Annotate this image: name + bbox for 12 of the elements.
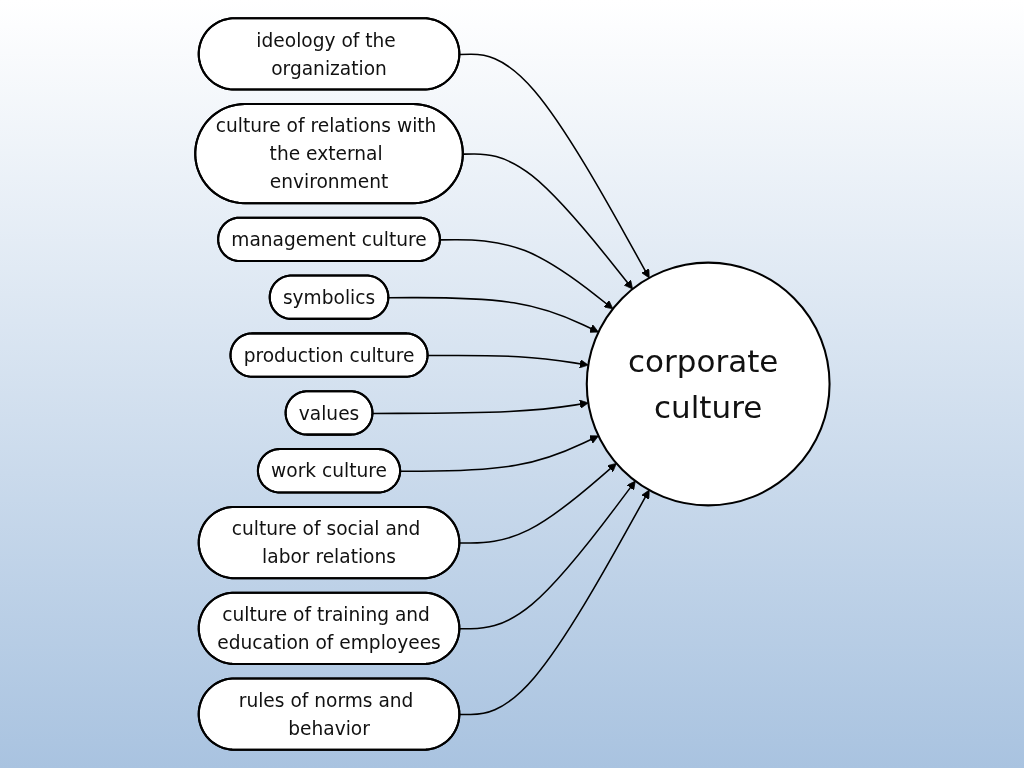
arrow <box>399 435 599 473</box>
arrow <box>458 463 617 544</box>
diagram: corporate culture ideology of the organization culture of relations with the external environment management culture symbolics production culture values work culture culture of social and labor relations culture of training and education of employees rules of norms and behavior <box>186 10 838 758</box>
arrow <box>371 399 589 415</box>
arrow <box>439 239 613 310</box>
arrow <box>387 296 599 333</box>
arrow <box>458 480 636 630</box>
arrow <box>426 354 589 369</box>
arrow <box>458 53 650 279</box>
arrow <box>458 489 650 716</box>
arrow <box>462 153 633 290</box>
node-circle <box>585 261 831 507</box>
